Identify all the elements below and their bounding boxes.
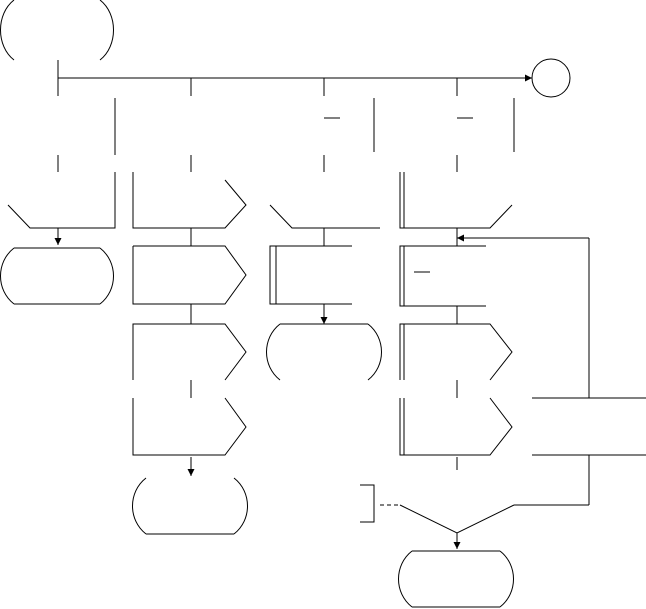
- column-2: [133, 155, 246, 476]
- column-4: [400, 98, 514, 470]
- branch-drops: [191, 78, 457, 96]
- annotation-bracket: [360, 485, 400, 522]
- terminator-column-2: [133, 478, 248, 534]
- feedback-loop: [457, 234, 646, 505]
- column-3: [270, 98, 380, 324]
- end-terminator: [399, 551, 514, 607]
- column-1: [8, 98, 115, 245]
- main-trunk-line: [58, 60, 532, 96]
- terminator-column-1: [1, 248, 114, 304]
- merge-funnel: [400, 505, 514, 549]
- terminator-column-3: [267, 324, 382, 380]
- start-terminator: [1, 0, 114, 60]
- connector-circle: [532, 59, 570, 97]
